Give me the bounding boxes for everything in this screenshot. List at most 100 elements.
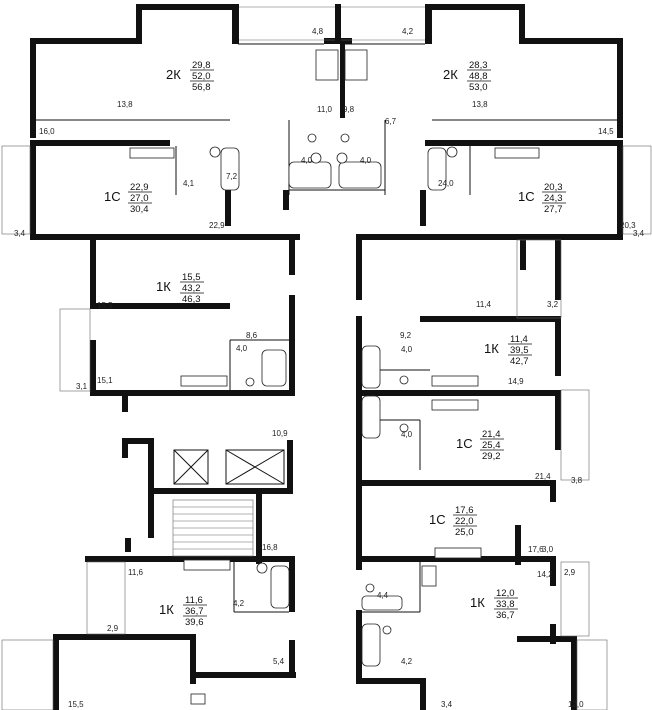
apartment-area-value: 30,4: [130, 204, 149, 215]
apartment-area-value: 29,8: [192, 60, 211, 71]
apartment-area-value: 15,5: [182, 272, 201, 283]
room-area-label: 13,8: [472, 100, 488, 109]
room-area-label: 3,1: [76, 382, 88, 391]
apartment-area-value: 22,9: [130, 182, 149, 193]
apartment-area-value: 48,8: [469, 71, 488, 82]
apartment-type: 1К: [470, 595, 485, 610]
room-area-label: 3,8: [571, 476, 583, 485]
room-area-label: 3,2: [547, 300, 559, 309]
apartment-label: 1С 22,927,030,4: [104, 182, 152, 215]
apartment-area-value: 39,5: [510, 345, 529, 356]
apartment-label: 2К 29,852,056,8: [166, 60, 214, 93]
apartment-type: 2К: [166, 67, 181, 82]
room-area-label: 14,2: [537, 570, 553, 579]
room-area-label: 13,8: [117, 100, 133, 109]
apartment-type: 2К: [443, 67, 458, 82]
room-area-label: 11,0: [317, 105, 333, 114]
stair-core: [172, 449, 285, 557]
windows: [239, 6, 425, 41]
apartment-area-value: 25,0: [455, 527, 474, 538]
apartment-area-value: 29,2: [482, 451, 501, 462]
room-area-label: 5,4: [273, 657, 285, 666]
room-area-label: 7,2: [226, 172, 238, 181]
apartment-type: 1С: [518, 189, 535, 204]
apartment-area-value: 46,3: [182, 294, 201, 305]
room-area-label: 3,4: [633, 229, 645, 238]
room-area-labels: 4,8 4,2 13,8 13,8 11,0 9,8 6,7 16,0 14,5 4,0 4,0 4,…: [14, 27, 645, 709]
apartment-area-value: 12,0: [496, 588, 515, 599]
apartment-area-value: 24,3: [544, 193, 563, 204]
room-area-label: 16,0: [39, 127, 55, 136]
room-area-label: 9,8: [343, 105, 355, 114]
room-area-label: 4,2: [233, 599, 245, 608]
room-area-label: 2,9: [564, 568, 576, 577]
apartment-label: 1С 20,324,327,7: [518, 182, 566, 215]
room-area-label: 16,8: [262, 543, 278, 552]
room-area-label: 2,9: [107, 624, 119, 633]
room-area-label: 24,0: [438, 179, 454, 188]
apartment-area-value: 56,8: [192, 82, 211, 93]
apartment-area-value: 25,4: [482, 440, 501, 451]
apartment-area-value: 21,4: [482, 429, 501, 440]
apartment-area-value: 43,2: [182, 283, 201, 294]
room-area-label: 11,6: [128, 568, 144, 577]
room-area-label: 3,4: [14, 229, 26, 238]
apartment-area-value: 11,4: [510, 334, 528, 345]
room-area-label: 20,3: [620, 221, 636, 230]
room-area-label: 21,4: [535, 472, 551, 481]
apartment-area-value: 27,0: [130, 193, 149, 204]
room-area-label: 9,2: [400, 331, 412, 340]
apartment-area-value: 27,7: [544, 204, 563, 215]
room-area-label: 10,9: [272, 429, 288, 438]
apartment-label: 1К 12,033,836,7: [470, 588, 518, 621]
apartment-label: 1К 11,636,739,6: [159, 595, 207, 628]
room-area-label: 4,2: [401, 657, 413, 666]
balconies: [1, 145, 652, 710]
room-area-label: 4,1: [183, 179, 195, 188]
walls: [30, 4, 623, 710]
apartment-area-value: 22,0: [455, 516, 474, 527]
room-area-label: 17,6: [528, 545, 544, 554]
room-area-label: 4,0: [301, 156, 313, 165]
apartment-label: 1К 11,439,542,7: [484, 334, 532, 367]
apartment-area-value: 36,7: [496, 610, 515, 621]
room-area-label: 4,2: [402, 27, 414, 36]
apartment-labels: 2К29,852,056,82К28,348,853,01С22,927,030…: [104, 60, 566, 628]
apartment-area-value: 39,6: [185, 617, 204, 628]
apartment-type: 1С: [104, 189, 121, 204]
apartment-label: 1С 21,425,429,2: [456, 429, 504, 462]
room-area-label: 14,9: [508, 377, 524, 386]
room-area-label: 15,5: [68, 700, 84, 709]
apartment-area-value: 17,6: [455, 505, 474, 516]
apartment-area-value: 52,0: [192, 71, 211, 82]
apartment-area-value: 11,6: [185, 595, 203, 606]
room-area-label: 14,5: [598, 127, 614, 136]
room-area-label: 4,0: [401, 430, 413, 439]
room-area-label: 8,6: [246, 331, 258, 340]
apartment-type: 1К: [159, 602, 174, 617]
apartment-area-value: 28,3: [469, 60, 488, 71]
room-area-label: 22,9: [209, 221, 225, 230]
apartment-type: 1К: [156, 279, 171, 294]
room-area-label: 15,1: [97, 376, 113, 385]
room-area-label: 6,7: [385, 117, 397, 126]
apartment-label: 2К 28,348,853,0: [443, 60, 491, 93]
room-area-label: 4,0: [360, 156, 372, 165]
apartment-area-value: 36,7: [185, 606, 204, 617]
apartment-area-value: 33,8: [496, 599, 515, 610]
apartment-type: 1К: [484, 341, 499, 356]
apartment-label: 1К 15,543,246,3: [156, 272, 204, 305]
apartment-type: 1С: [456, 436, 473, 451]
room-area-label: 12,0: [568, 700, 584, 709]
apartment-area-value: 42,7: [510, 356, 529, 367]
room-area-label: 4,8: [312, 27, 324, 36]
apartment-area-value: 53,0: [469, 82, 488, 93]
apartment-area-value: 20,3: [544, 182, 563, 193]
fixtures: [129, 49, 540, 705]
interior-lines: [36, 43, 617, 613]
stairs: [172, 499, 254, 557]
room-area-label: 4,0: [236, 344, 248, 353]
room-area-label: 3,0: [542, 545, 554, 554]
